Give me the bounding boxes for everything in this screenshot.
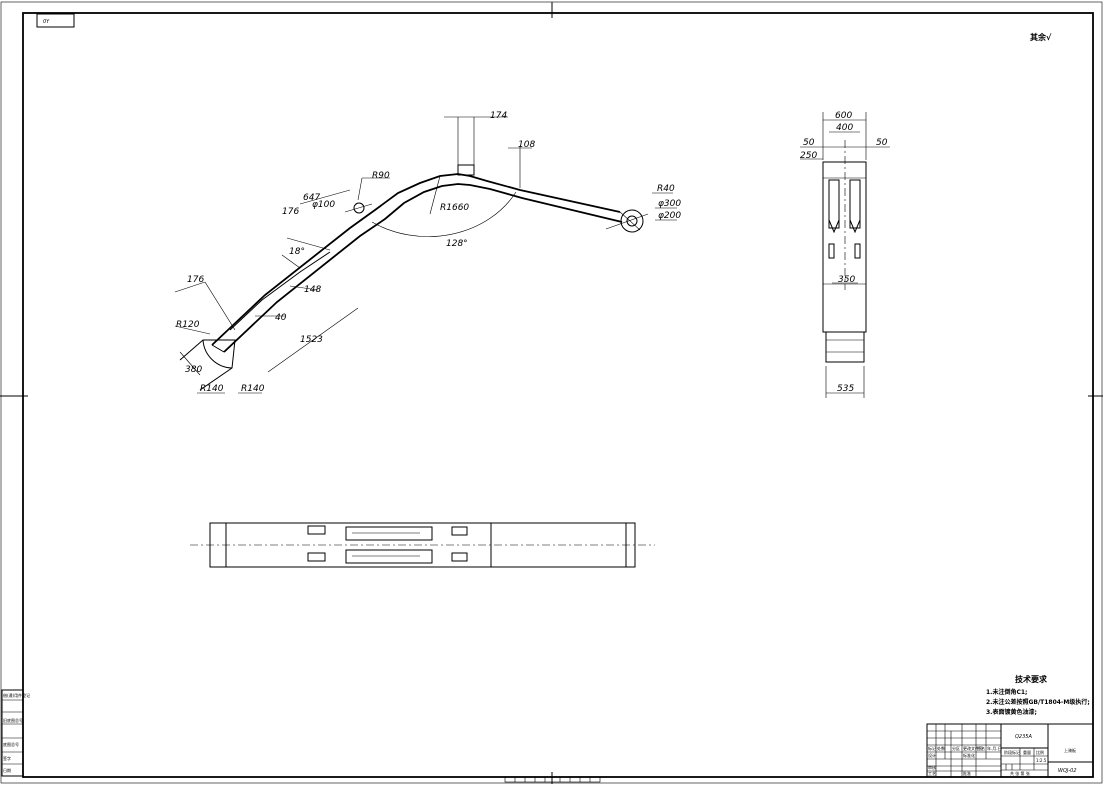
tb-header-zone: 分区 [952,745,960,751]
tb-role-approve: 批准 [963,770,971,776]
dim-angle-128: 128° [446,239,468,249]
tb-scale-value: 1:2.5 [1036,758,1047,763]
tb-stage-label: 阶段标记 [1004,749,1020,755]
top-view [190,522,655,568]
tb-header-sign: 签名 [977,745,985,751]
margin-label-2: 旧底图总号 [3,717,23,723]
dim-phi300: φ300 [658,199,681,209]
dim-108: 108 [518,140,535,150]
dim-176-upper: 176 [282,207,299,217]
dim-250: 250 [800,151,817,161]
tech-item-3: 3.表面镀黄色油漆; [986,708,1037,716]
dim-r1660: R1660 [440,203,469,213]
dim-r140-left: R140 [200,384,224,394]
tb-drawing-no: WQJ-02 [1058,768,1077,774]
dim-600: 600 [835,111,852,121]
stamp-text: 0Y [43,19,50,25]
tb-sheet-info: 共 张 第 张 [1010,770,1030,776]
tb-role-check: 审核 [928,764,936,770]
technical-requirements: 技术要求 1.未注倒角C1; 2.未注公差按照GB/T1804-M级执行; 3.… [986,674,1090,716]
stamp-box: 0Y [36,13,75,28]
margin-label-1: 借(通)用件登记 [3,692,30,698]
tb-material: Q235A [1015,734,1032,740]
margin-label-3: 底图总号 [3,741,19,747]
tb-role-std: 标准化 [963,752,975,758]
dim-148: 148 [304,285,321,295]
dim-1523: 1523 [300,335,323,345]
tech-title: 技术要求 [1015,674,1048,684]
margin-label-5: 日期 [3,767,11,773]
tb-part-name: 上骑板 [1064,747,1076,753]
dim-350: 350 [838,275,855,285]
dim-phi100: φ100 [312,200,335,210]
dim-r140-right: R140 [241,384,265,394]
tb-weight-label: 重量 [1023,749,1031,755]
margin-label-4: 签字 [3,755,11,761]
dim-40: 40 [275,313,287,323]
dim-r90: R90 [372,171,390,181]
dim-380: 380 [185,365,202,375]
roughness-note: 其余√ [1030,32,1052,42]
dim-phi200: φ200 [658,211,681,221]
dim-r120: R120 [176,320,200,330]
tb-header-date: 年.月.日 [987,745,1002,751]
tb-scale-label: 比例 [1036,749,1044,755]
tb-header-count: 处数 [937,745,945,751]
dim-r40: R40 [657,184,675,194]
tb-header-mark: 标记 [928,745,936,751]
dim-535: 535 [837,384,854,394]
tech-item-2: 2.未注公差按照GB/T1804-M级执行; [986,698,1090,706]
title-block: Q235A 上骑板 WQJ-02 标记 处数 分区 更改文件号 签名 年.月.日… [926,723,1094,778]
dim-400: 400 [836,123,853,133]
end-view: 600 400 50 50 250 350 535 [800,111,890,398]
tb-header-change: 更改文件号 [963,745,983,751]
dim-174: 174 [490,111,507,121]
dim-50-left: 50 [803,138,815,148]
side-view: 174 108 R90 647 176 φ100 R1660 18° 128° … [174,111,681,394]
tech-item-1: 1.未注倒角C1; [986,688,1027,696]
tb-role-design: 设计 [928,752,936,758]
margin-table: 借(通)用件登记 旧底图总号 底图总号 签字 日期 [1,689,30,777]
dim-176-lower: 176 [187,275,204,285]
tb-role-craft: 工艺 [928,771,936,776]
dim-angle-18: 18° [289,247,305,257]
dim-50-right: 50 [876,138,888,148]
dim-647: 647 [303,193,320,203]
